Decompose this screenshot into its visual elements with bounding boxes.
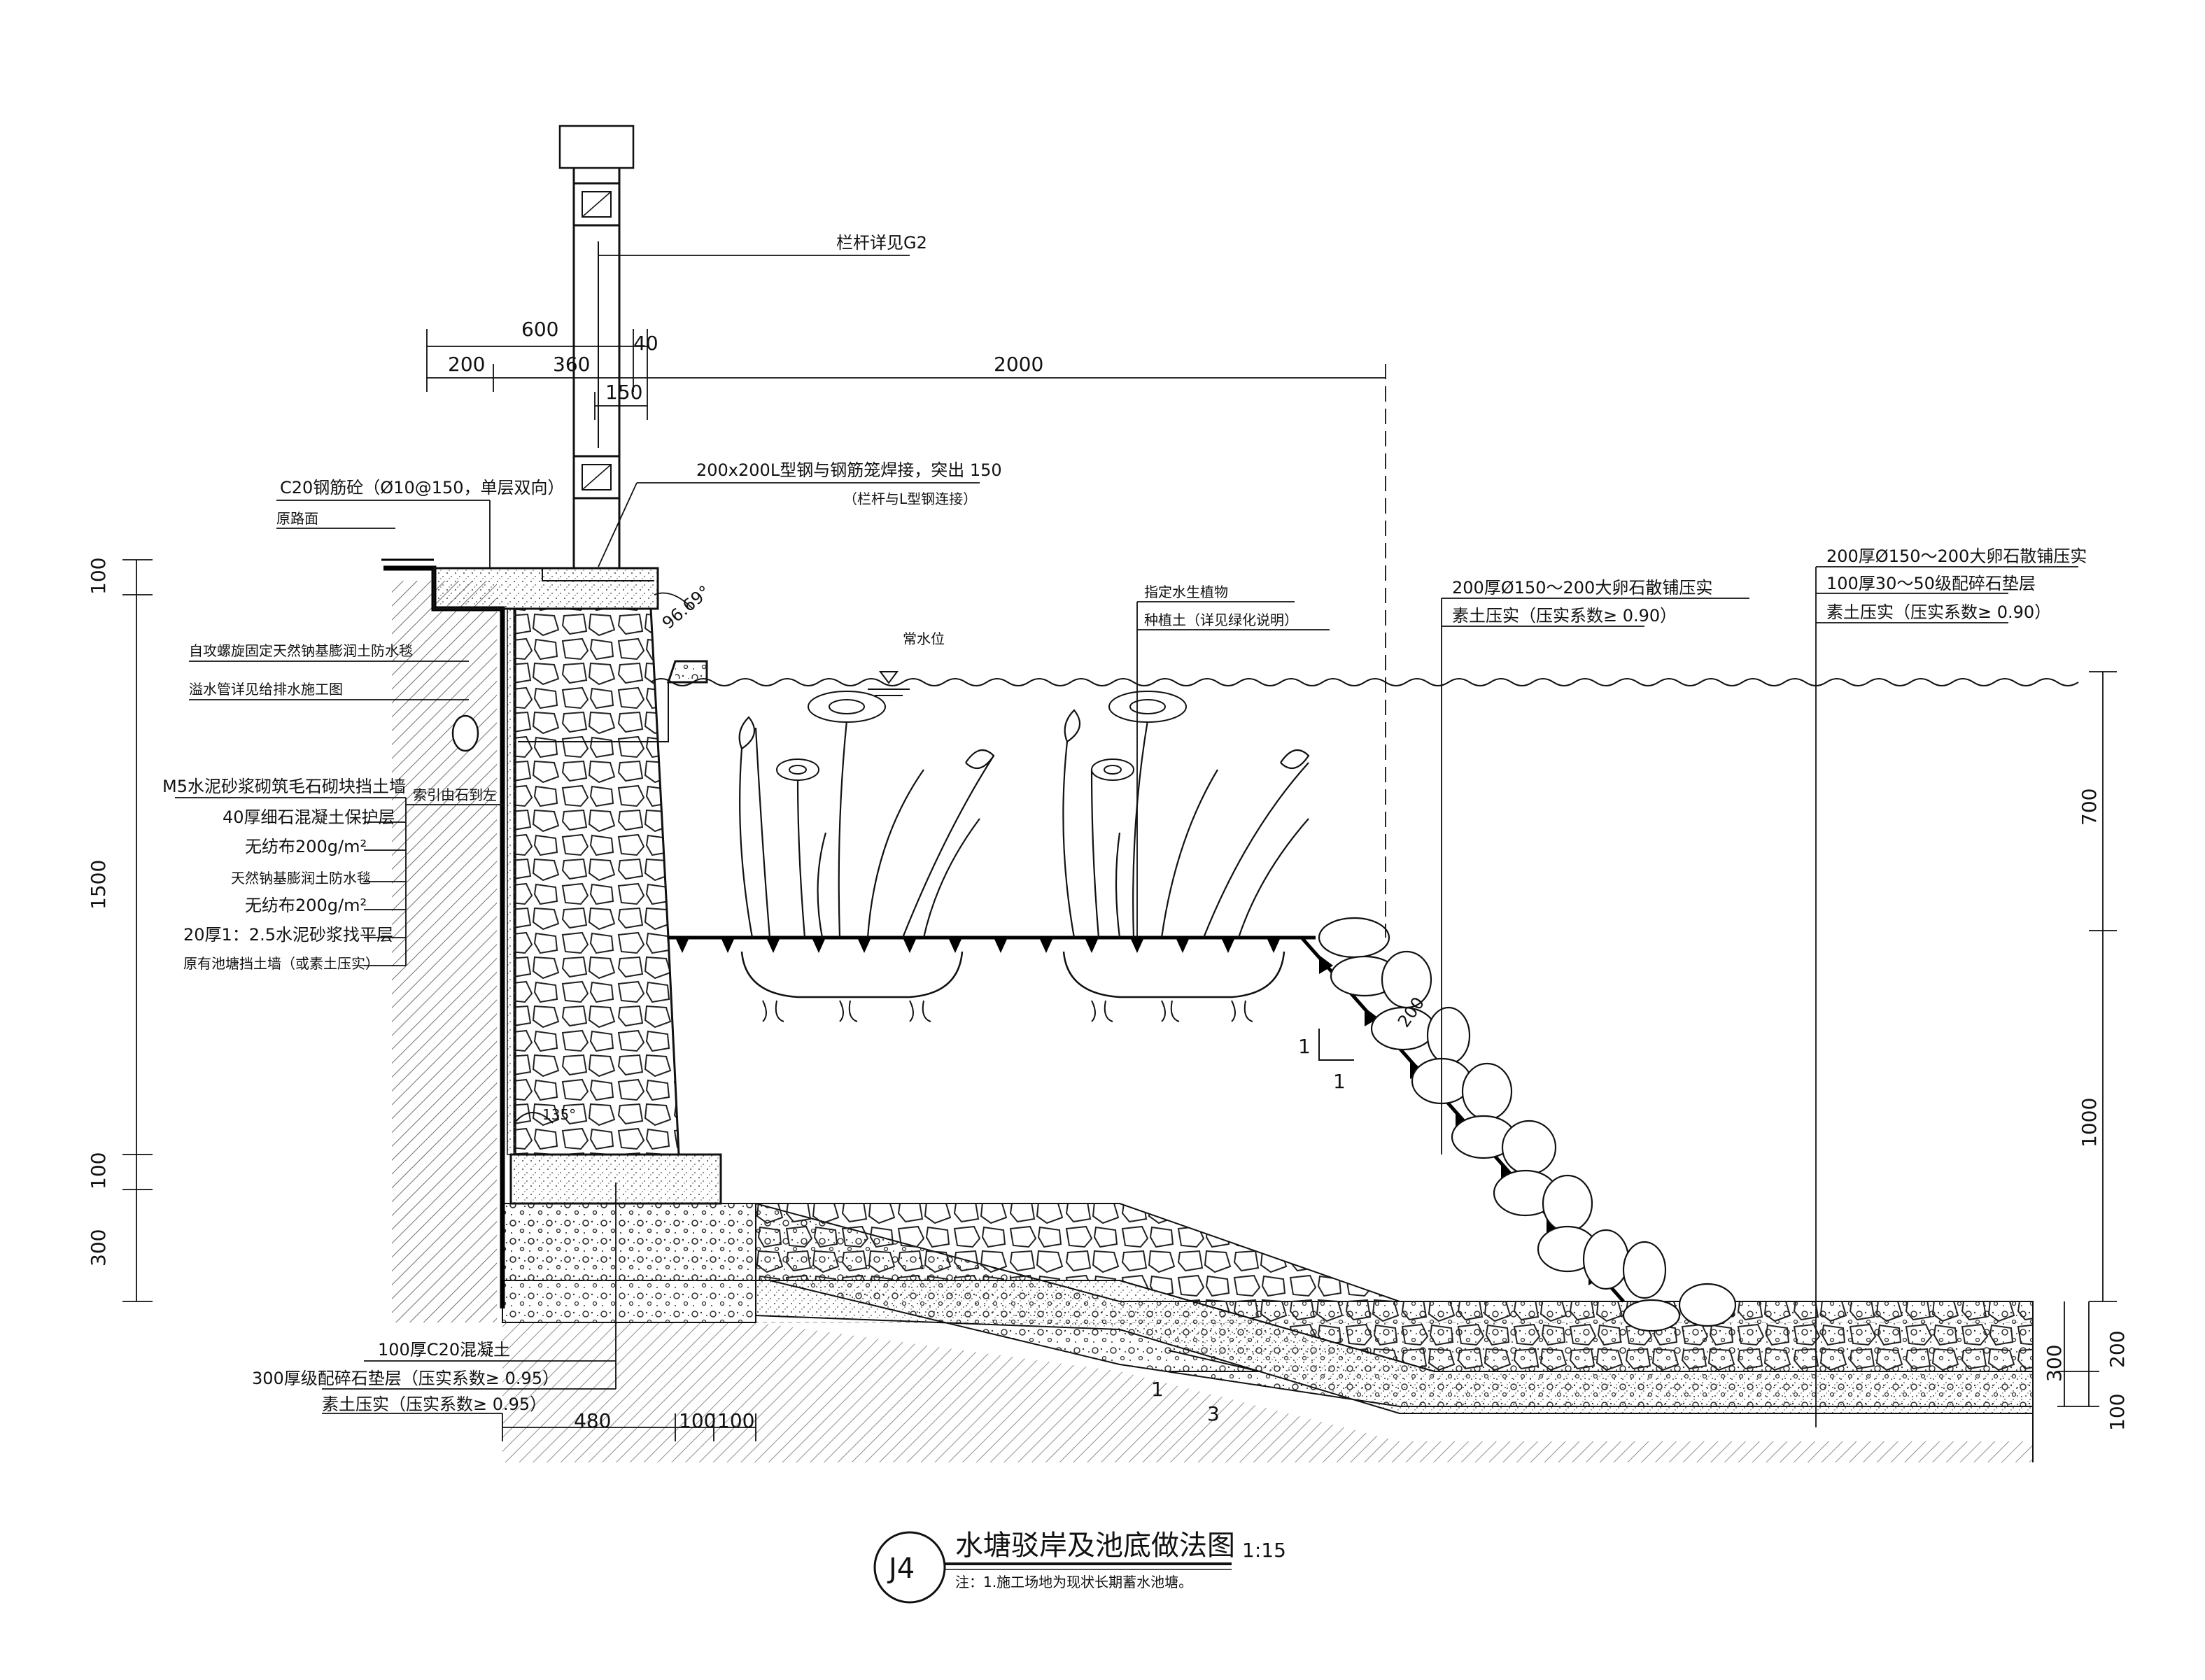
- label-slope1-h: 1: [1333, 1070, 1346, 1093]
- retaining-wall: [381, 558, 722, 1322]
- dim-right-100: 100: [2106, 1394, 2129, 1431]
- label-mortar: 20厚1：2.5水泥砂浆找平层: [183, 925, 393, 945]
- label-railing: 栏杆详见G2: [836, 233, 927, 253]
- dim-right-1000: 1000: [2078, 1098, 2101, 1148]
- dimension-lines: [122, 329, 2117, 1441]
- dim-100a: 100: [679, 1409, 716, 1432]
- planting-bed: [668, 691, 1316, 1022]
- label-anchor-stone: 索引由石到左: [413, 786, 497, 803]
- dim-left-1500: 1500: [87, 860, 110, 910]
- title-block: J4 水塘驳岸及池底做法图 1:15 注：1.施工场地为现状长期蓄水池塘。: [873, 1530, 1286, 1604]
- label-geotextile1: 无纺布200g/m²: [245, 837, 367, 856]
- small-angle-label: 135°: [542, 1106, 576, 1123]
- label-road: 原路面: [276, 510, 318, 527]
- leader-lines: [175, 255, 2078, 1427]
- label-orig-wall: 原有池塘挡土墙（或素土压实）: [183, 955, 379, 972]
- dim-360: 360: [553, 353, 590, 376]
- label-c20-100: 100厚C20混凝土: [378, 1340, 510, 1360]
- label-waterproof-blanket: 自攻螺旋固定天然钠基膨润土防水毯: [189, 642, 413, 659]
- label-gravel-right: 100厚30～50级配碎石垫层: [1826, 574, 2036, 593]
- annotation-texts: 栏杆详见G2 200x200L型钢与钢筋笼焊接，突出 150 （栏杆与L型钢连接…: [162, 233, 2087, 1425]
- dim-480: 480: [574, 1409, 611, 1432]
- angle-label: 96.69°: [658, 581, 714, 633]
- foundation-layers: [502, 1203, 2034, 1462]
- dim-left-100b: 100: [87, 1152, 110, 1190]
- dim-right-300: 300: [2043, 1345, 2066, 1382]
- label-soil-mid: 素土压实（压实系数≥ 0.90）: [1452, 606, 1677, 626]
- dim-right-700: 700: [2078, 789, 2101, 826]
- label-planting-soil: 种植土（详见绿化说明）: [1144, 612, 1298, 628]
- title-text: 水塘驳岸及池底做法图: [955, 1530, 1235, 1562]
- dim-left-300: 300: [87, 1229, 110, 1266]
- label-fine-concrete: 40厚细石混凝土保护层: [223, 807, 395, 827]
- label-steel-angle: 200x200L型钢与钢筋笼焊接，突出 150: [696, 460, 1002, 480]
- label-steel-angle-sub: （栏杆与L型钢连接）: [843, 490, 977, 507]
- label-overflow: 溢水管详见给排水施工图: [189, 681, 343, 698]
- railing-post: [542, 125, 654, 581]
- label-soil-right: 素土压实（压实系数≥ 0.90）: [1826, 602, 2051, 622]
- label-slope2-v: 1: [1151, 1378, 1164, 1401]
- dim-200: 200: [448, 353, 485, 376]
- label-aquatic: 指定水生植物: [1144, 584, 1228, 600]
- dim-40: 40: [633, 332, 658, 355]
- label-rubble-wall: M5水泥砂浆砌筑毛石砌块挡土墙: [162, 777, 406, 796]
- label-bentonite: 天然钠基膨润土防水毯: [231, 870, 371, 887]
- water-surface: [650, 671, 2079, 696]
- label-water-level: 常水位: [903, 630, 945, 647]
- title-note: 注：1.施工场地为现状长期蓄水池塘。: [955, 1574, 1192, 1590]
- label-slope1-v: 1: [1298, 1035, 1311, 1058]
- title-scale: 1:15: [1242, 1539, 1286, 1562]
- pebble-slope: [1168, 917, 1737, 1372]
- label-pebble-right: 200厚Ø150～200大卵石散铺压实: [1826, 546, 2087, 566]
- dim-100b: 100: [717, 1409, 754, 1432]
- label-soil-bottom: 素土压实（压实系数≥ 0.95）: [322, 1395, 547, 1414]
- title-code: J4: [887, 1553, 915, 1585]
- dim-600: 600: [521, 318, 558, 341]
- label-gravel-300: 300厚级配碎石垫层（压实系数≥ 0.95）: [252, 1369, 559, 1388]
- dim-2000: 2000: [994, 353, 1043, 376]
- dim-right-200: 200: [2106, 1331, 2129, 1368]
- label-c20: C20钢筋砼（Ø10@150，单层双向）: [280, 478, 565, 497]
- label-geotextile2: 无纺布200g/m²: [245, 896, 367, 915]
- dim-left-100a: 100: [87, 558, 110, 595]
- dim-150: 150: [605, 381, 642, 404]
- label-pebble-mid: 200厚Ø150～200大卵石散铺压实: [1452, 578, 1712, 598]
- label-slope2-h: 3: [1207, 1402, 1220, 1425]
